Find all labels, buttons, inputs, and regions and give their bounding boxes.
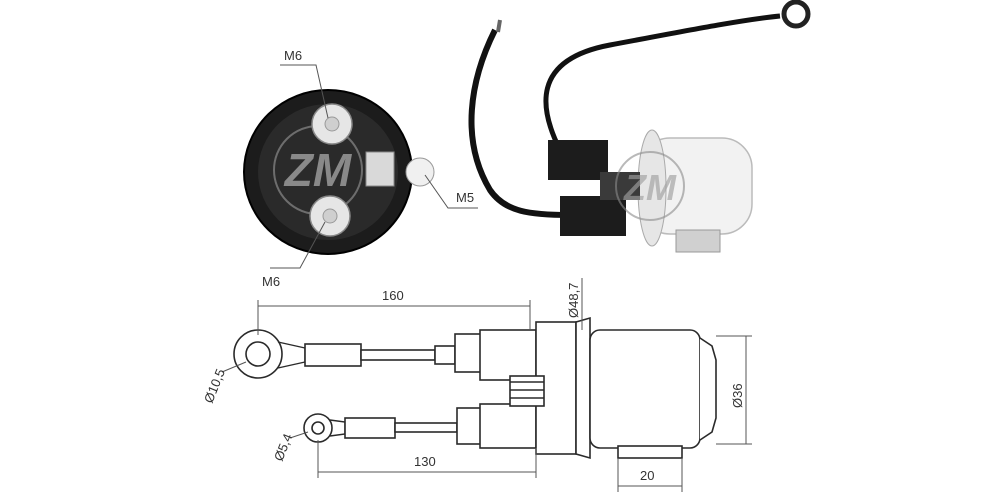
bottom-stud-thread bbox=[322, 208, 338, 224]
terminal-block bbox=[600, 172, 640, 200]
small-ring-hole bbox=[311, 421, 325, 435]
short-cable bbox=[543, 13, 781, 152]
large-lead-sleeve bbox=[304, 343, 362, 367]
dim-160-label: 160 bbox=[382, 288, 404, 303]
upper-boot bbox=[454, 333, 484, 373]
lower-housing bbox=[479, 403, 537, 449]
leader-bottom-stud bbox=[270, 221, 326, 269]
small-terminal-block bbox=[365, 151, 395, 187]
upper-contact-housing bbox=[548, 140, 608, 180]
body-cylinder bbox=[589, 329, 701, 449]
side-drawing: 160 130 Ø48,7 Ø36 20 Ø10,5 Ø5,4 bbox=[201, 278, 752, 492]
dim-105-leader bbox=[221, 361, 247, 373]
dim-54-label: Ø5,4 bbox=[271, 431, 295, 463]
dim-130-label: 130 bbox=[414, 454, 436, 469]
dim-487-label: Ø48,7 bbox=[566, 283, 581, 318]
end-view: ZM M6 M6 M5 bbox=[243, 48, 478, 289]
small-terminal-stud bbox=[509, 375, 545, 407]
dim-54-leader bbox=[289, 431, 309, 439]
body-end-dome bbox=[699, 337, 717, 441]
mounting-foot bbox=[675, 229, 721, 253]
dim-105-label: Ø10,5 bbox=[201, 367, 228, 405]
small-terminal bbox=[405, 157, 435, 187]
label-small-terminal: M5 bbox=[456, 190, 474, 205]
label-top-stud: M6 bbox=[284, 48, 302, 63]
watermark-logo: ZM bbox=[283, 144, 353, 196]
mount-foot bbox=[617, 445, 683, 459]
lower-contact-housing bbox=[560, 196, 626, 236]
leader-small-terminal bbox=[424, 174, 478, 209]
top-stud-thread bbox=[324, 116, 340, 132]
upper-housing bbox=[479, 329, 537, 381]
photo-watermark-ring bbox=[615, 151, 685, 221]
dim-36-label: Ø36 bbox=[730, 383, 745, 408]
leader-top-stud bbox=[280, 64, 329, 119]
cable-ring-terminal bbox=[781, 0, 811, 29]
large-lead-wire bbox=[360, 349, 436, 361]
long-cable-tip bbox=[496, 19, 502, 33]
small-lead-wire bbox=[394, 422, 458, 433]
flange bbox=[575, 316, 591, 460]
product-photo: ZM bbox=[468, 0, 811, 253]
photo-watermark-logo: ZM bbox=[623, 167, 677, 208]
dim-20-label: 20 bbox=[640, 468, 654, 483]
large-lead-crimp bbox=[434, 345, 456, 365]
small-lead-sleeve bbox=[344, 417, 396, 439]
large-ring-hole bbox=[245, 341, 271, 367]
long-cable bbox=[468, 28, 571, 218]
label-bottom-stud: M6 bbox=[262, 274, 280, 289]
lower-boot bbox=[456, 407, 484, 445]
